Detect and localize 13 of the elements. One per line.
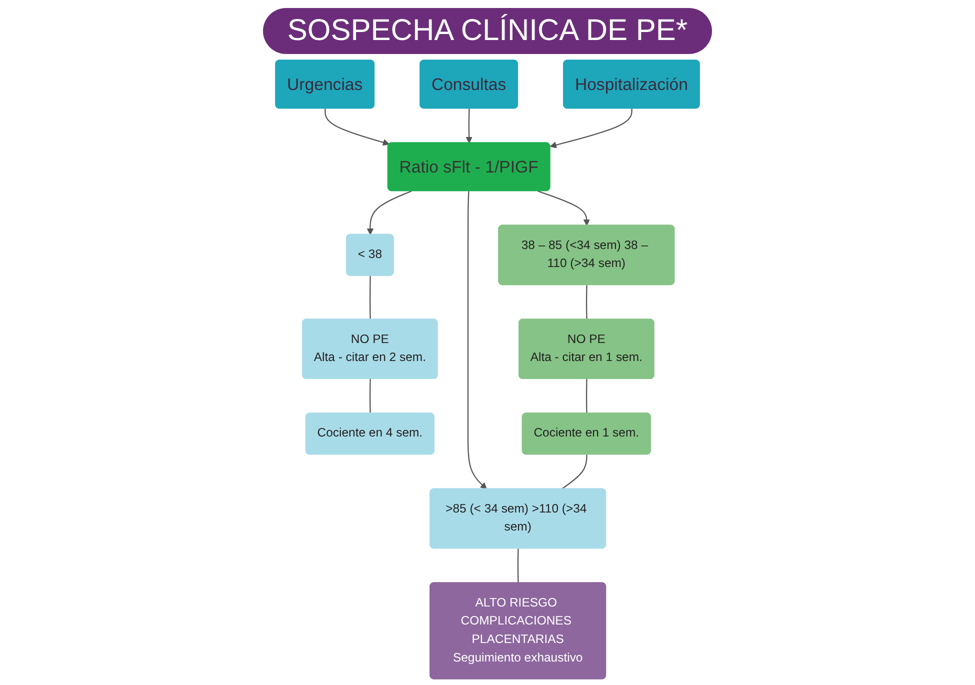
arrow [467,191,487,490]
connector [369,276,371,320]
arrow [466,108,472,144]
arrow [550,108,632,148]
arrow [366,190,412,235]
connector [517,548,519,584]
arrow [324,108,390,146]
connector [369,379,371,414]
connector [586,379,588,414]
arrow [538,190,590,226]
title-banner: SOSPECHA CLÍNICA DE PE* [263,8,712,54]
connector [586,285,588,320]
connector [561,454,588,490]
